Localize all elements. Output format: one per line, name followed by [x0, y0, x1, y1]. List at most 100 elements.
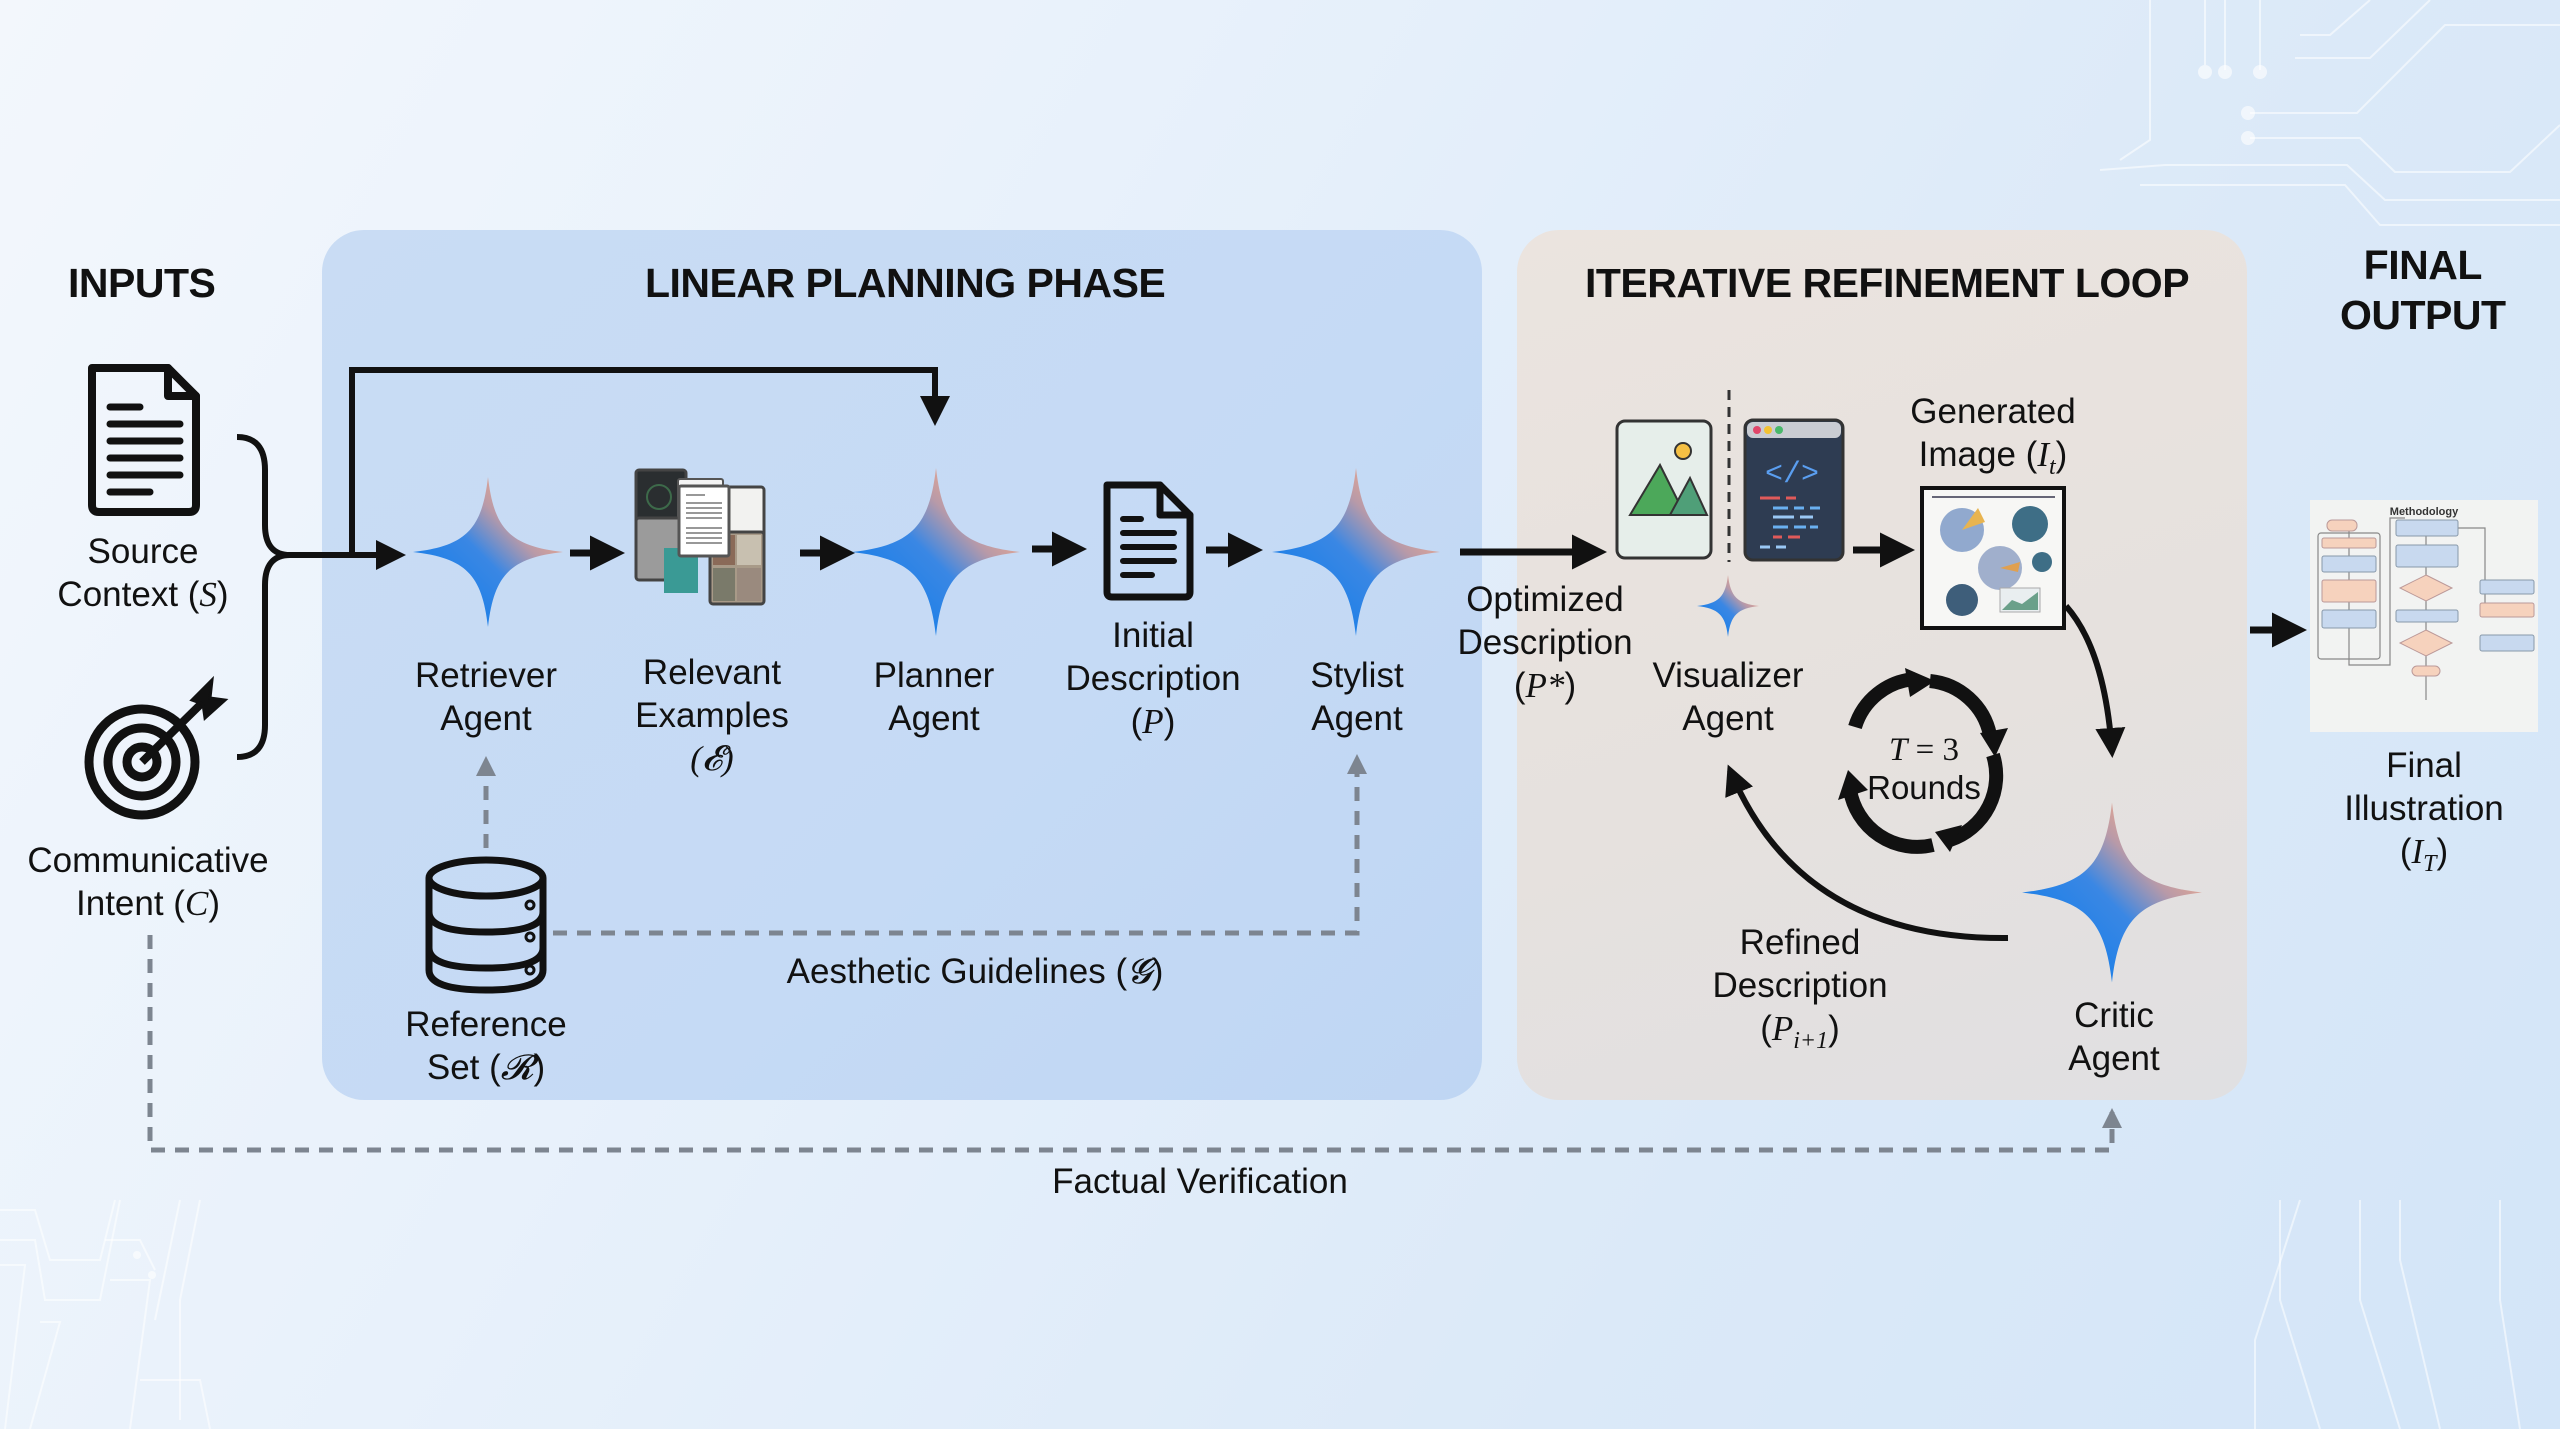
cycle-arrowheads: [1838, 668, 2008, 852]
label-text: ): [1163, 702, 1176, 741]
label-text: (Pi+1): [1712, 1007, 1887, 1063]
reference-set-label: Reference Set (𝓡): [405, 1003, 566, 1089]
label-text: P: [1142, 702, 1164, 741]
code-window-icon: </>: [1743, 418, 1845, 562]
label-text: 𝓡: [500, 1048, 534, 1087]
label-text: C: [184, 884, 209, 923]
label-text: T = 3: [1867, 730, 1981, 769]
label-text: (: [1130, 702, 1143, 741]
generated-image-thumbnail: [1920, 486, 2066, 630]
loop-rounds-label: T = 3 Rounds: [1867, 730, 1981, 807]
label-text: 𝓖: [1127, 952, 1152, 991]
source-context-line1: Source: [87, 532, 199, 571]
label-text: Image (It): [1910, 433, 2075, 489]
label-text: Refined: [1739, 923, 1861, 962]
label-text: ): [1151, 952, 1164, 991]
label-text: t: [2048, 454, 2056, 480]
label-text: i+1: [1793, 1028, 1829, 1054]
dashed-arrow-factual-verification: [147, 935, 2122, 1153]
factual-verification-label: Factual Verification: [1052, 1162, 1348, 1201]
final-thumbnail-title: Methodology: [2390, 506, 2459, 518]
label-text: Image (: [1918, 435, 2038, 474]
image-icon: [1615, 419, 1713, 560]
communicative-intent-line2: Intent (C): [27, 882, 268, 925]
communicative-intent-line1: Communicative: [27, 841, 269, 880]
label-text: = 3: [1907, 732, 1959, 768]
label-text: Planner: [873, 656, 995, 695]
label-text: (P): [1065, 700, 1240, 743]
label-text: Agent: [888, 699, 980, 738]
label-text: P*: [1525, 666, 1565, 705]
label-text: Illustration: [2344, 789, 2504, 828]
generated-image-label: Generated Image (It): [1910, 390, 2075, 489]
label-text: Set (: [426, 1048, 501, 1087]
planning-phase-panel: [322, 230, 1482, 1100]
communicative-intent-label: Communicative Intent (C): [27, 839, 268, 925]
label-text: ): [533, 1048, 546, 1087]
label-text: ): [1828, 1009, 1840, 1048]
label-text: I: [2411, 832, 2424, 871]
label-text: Intent (: [76, 884, 185, 923]
refinement-loop-panel: [1517, 230, 2247, 1100]
image-stack-icon: [634, 468, 766, 606]
label-text: Reference: [405, 1005, 567, 1044]
label-text: Visualizer: [1652, 656, 1804, 695]
label-text: (: [2399, 832, 2412, 871]
label-text: (: [1513, 666, 1526, 705]
label-text: Set (𝓡): [405, 1046, 566, 1089]
label-text: Agent: [1682, 699, 1774, 738]
label-text: ): [216, 575, 229, 614]
target-icon: [84, 675, 229, 820]
label-text: T: [2423, 851, 2437, 877]
database-icon: [425, 856, 547, 994]
aesthetic-guidelines-label: Aesthetic Guidelines (𝓖): [787, 950, 1164, 993]
label-text: Stylist: [1310, 656, 1404, 695]
label-text: Description: [1065, 659, 1241, 698]
inputs-title: INPUTS: [68, 260, 216, 306]
final-output-title-line1: FINAL: [2363, 242, 2483, 288]
svg-text:</>: </>: [1765, 458, 1819, 492]
label-text: T: [1889, 732, 1908, 768]
label-text: Initial: [1112, 616, 1194, 655]
source-context-line2: Context (S): [57, 573, 228, 616]
arrow-inputs-to-planner: [349, 367, 950, 555]
label-text: Retriever: [415, 656, 557, 695]
label-text: (: [1760, 1009, 1772, 1048]
arrow-critic-to-visualizer: [1725, 764, 2009, 942]
label-text: Generated: [1910, 392, 2076, 431]
label-text: ): [1564, 666, 1577, 705]
planning-title: LINEAR PLANNING PHASE: [645, 260, 1166, 306]
final-illustration-thumbnail: Methodology: [2310, 500, 2538, 732]
label-text: Rounds: [1867, 769, 1981, 806]
label-text: ): [208, 884, 220, 923]
label-text: Relevant: [642, 653, 782, 692]
label-text: Agent: [440, 699, 532, 738]
label-text: Examples: [635, 696, 789, 735]
label-text: Aesthetic Guidelines (: [786, 952, 1128, 991]
label-text: (𝓔): [690, 739, 734, 778]
label-text: (IT): [2344, 830, 2504, 886]
source-context-label: Source Context (S): [57, 530, 228, 616]
label-text: ): [2055, 435, 2068, 474]
label-text: Critic: [2074, 996, 2154, 1035]
refinement-title: ITERATIVE REFINEMENT LOOP: [1585, 260, 2190, 306]
label-text: (P*): [1457, 664, 1632, 707]
dashed-arrow-guidelines-to-stylist: [553, 754, 1367, 936]
source-document-icon: [88, 364, 200, 516]
label-text: ): [2436, 832, 2449, 871]
final-output-title: FINAL OUTPUT: [2340, 240, 2506, 340]
label-text: S: [199, 575, 217, 614]
label-text: Description: [1457, 623, 1633, 662]
initial-description-document-icon: [1103, 481, 1194, 601]
label-text: Context (: [57, 575, 200, 614]
arrow-generated-to-critic: [2063, 604, 2126, 758]
